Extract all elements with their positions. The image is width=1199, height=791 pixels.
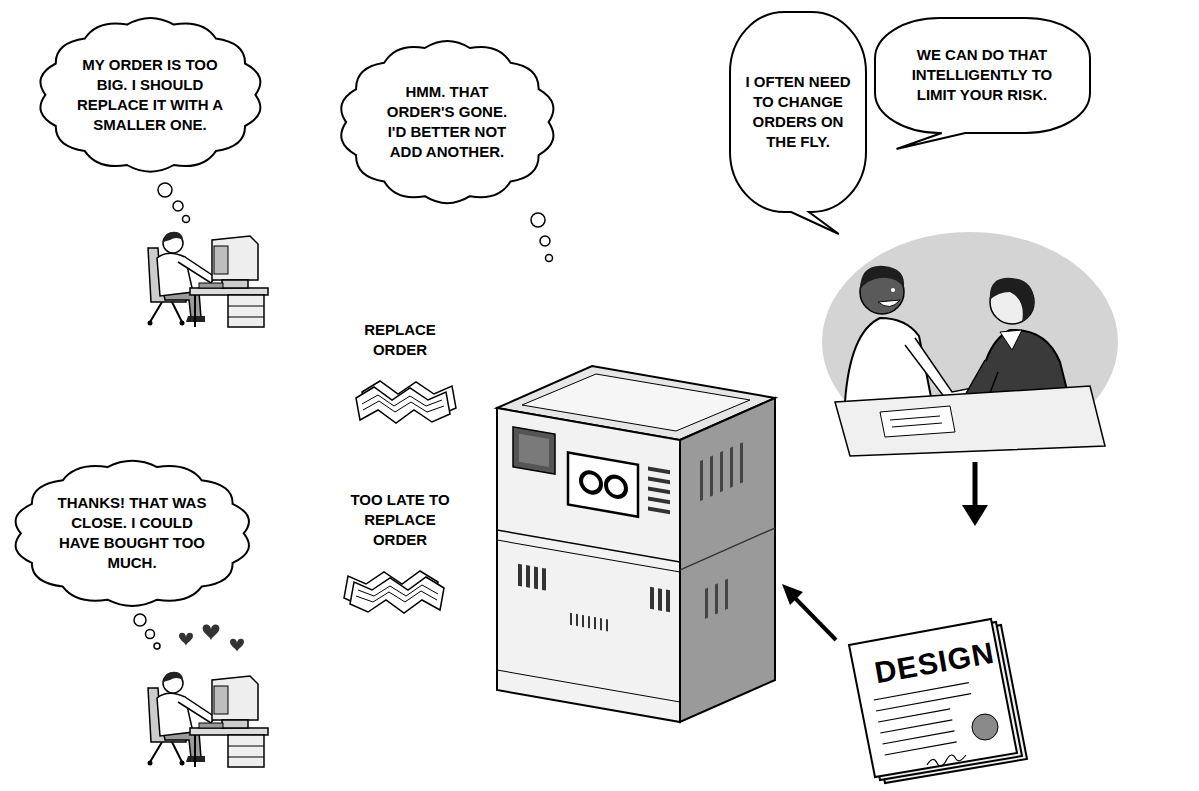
speech-text: WE CAN DO THAT INTELLIGENTLY TO LIMIT YO… — [910, 45, 1055, 105]
thought-cloud: THANKS! THAT WAS CLOSE. I COULD HAVE BOU… — [8, 456, 257, 611]
trader-figure — [148, 232, 269, 327]
document-seal — [972, 714, 998, 740]
document-line — [885, 742, 957, 755]
cloud-outline — [334, 36, 561, 208]
hearts — [179, 624, 244, 652]
flow-arrow — [782, 462, 988, 640]
speech-bubble: WE CAN DO THAT INTELLIGENTLY TO LIMIT YO… — [875, 18, 1090, 133]
thought-text: MY ORDER IS TOO BIG. I SHOULD REPLACE IT… — [75, 55, 225, 135]
text-block: I OFTEN NEED TO CHANGE ORDERS ON THE FLY… — [742, 72, 854, 152]
cloud-outline — [8, 456, 257, 611]
meeting-illustration — [822, 232, 1118, 456]
document-line — [883, 731, 955, 744]
document-page — [849, 619, 1017, 777]
message-icon — [344, 571, 444, 613]
thought-text: THANKS! THAT WAS CLOSE. I COULD HAVE BOU… — [49, 493, 214, 573]
cloud-outline — [40, 18, 260, 172]
document-line — [878, 709, 950, 722]
doc-outline — [835, 605, 1030, 785]
thought-cloud: HMM. THAT ORDER'S GONE. I'D BETTER NOT A… — [334, 36, 561, 208]
speech-text: I OFTEN NEED TO CHANGE ORDERS ON THE FLY… — [742, 72, 854, 152]
cloud-outline — [341, 41, 553, 203]
cloud-outline — [33, 13, 268, 177]
bubble-outline — [730, 12, 866, 234]
trader-figure — [148, 672, 269, 767]
message-label: TOO LATE TO REPLACE ORDER — [340, 490, 460, 550]
bubble-outline — [875, 18, 1090, 149]
message-icon — [356, 381, 456, 423]
order-machine — [497, 366, 775, 722]
cloud-outline — [15, 460, 248, 605]
thought-text: HMM. THAT ORDER'S GONE. I'D BETTER NOT A… — [379, 82, 514, 162]
bubble-outline — [730, 12, 866, 212]
text-block: HMM. THAT ORDER'S GONE. I'D BETTER NOT A… — [379, 82, 514, 162]
document-line — [880, 720, 952, 733]
design-document: DESIGN — [835, 605, 1030, 785]
message-label: REPLACE ORDER — [345, 320, 455, 360]
speech-bubble: I OFTEN NEED TO CHANGE ORDERS ON THE FLY… — [730, 12, 866, 212]
signature — [927, 755, 966, 766]
text-block: MY ORDER IS TOO BIG. I SHOULD REPLACE IT… — [75, 55, 225, 135]
document-line — [876, 694, 971, 711]
text-block: WE CAN DO THAT INTELLIGENTLY TO LIMIT YO… — [910, 45, 1055, 105]
text-block: THANKS! THAT WAS CLOSE. I COULD HAVE BOU… — [49, 493, 214, 573]
thought-cloud: MY ORDER IS TOO BIG. I SHOULD REPLACE IT… — [33, 13, 268, 177]
